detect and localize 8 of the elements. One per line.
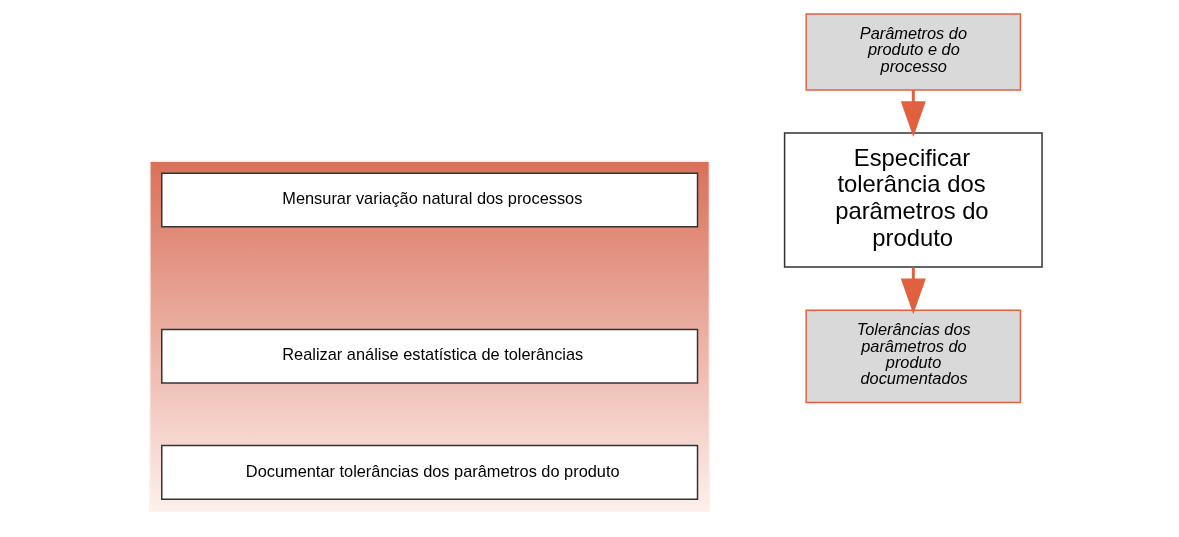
node-box: Realizar análise estatística de tolerâncias [160, 328, 698, 384]
node-box: Mensurar variação natural dos processos [160, 172, 698, 228]
node-box: Tolerâncias dos parâmetros do produto documentados [804, 309, 1021, 404]
node-box: Especificar tolerância dos parâmetros do produto [783, 132, 1043, 268]
node-box: Documentar tolerâncias dos parâmetros do produto [160, 444, 698, 500]
arrow [900, 267, 926, 315]
node-box: Parâmetros do produto e do processo [804, 13, 1021, 91]
cluster [148, 160, 710, 512]
